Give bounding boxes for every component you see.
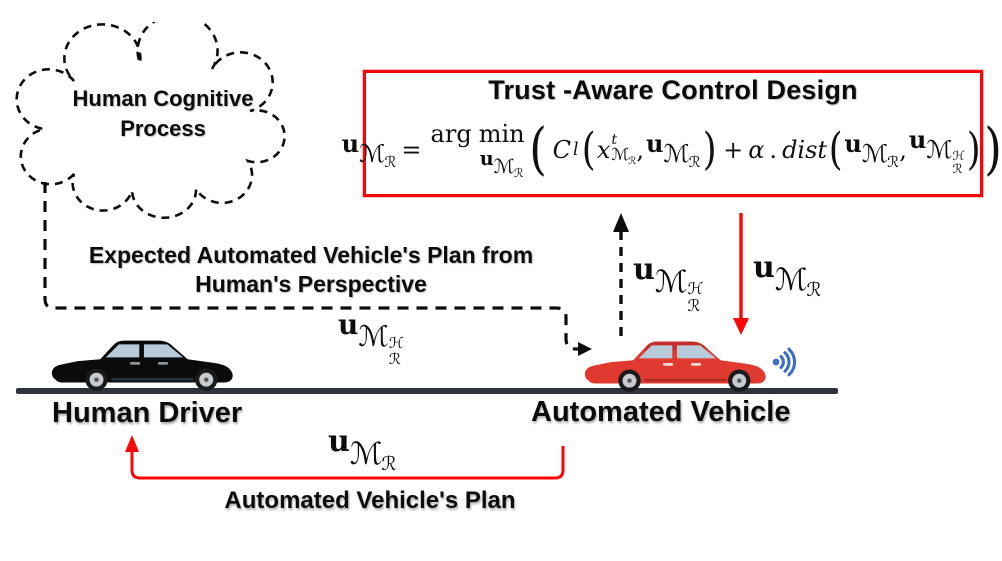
plus-sign: + (723, 136, 744, 164)
formula-u-mr: uℳℛ (844, 128, 900, 172)
human-driver-car (51, 340, 233, 391)
car-skirt (111, 377, 194, 381)
expected-plan-arrow (43, 182, 579, 351)
car-rear-window (105, 344, 140, 358)
car-door-handle (157, 362, 169, 365)
dot-operator: . (769, 136, 778, 164)
wifi-arc-2 (783, 351, 791, 373)
argmin-operator: arg min uℳℛ (430, 119, 525, 181)
car-front-window (676, 345, 716, 359)
wifi-dot (772, 358, 780, 366)
human-cognitive-cloud (15, 22, 286, 220)
car-door-handle (662, 363, 674, 366)
car-front-window (143, 344, 183, 358)
control-output-arrowhead (733, 318, 749, 335)
wheel-hub (737, 378, 742, 383)
cost-symbol: C (552, 136, 571, 164)
u-mr-label-bottom: uℳℛ (328, 424, 397, 476)
road (16, 388, 838, 394)
alpha-symbol: α (748, 136, 765, 164)
human-expectation-arrowhead (613, 213, 629, 232)
automated-vehicle-car (584, 341, 766, 392)
trust-control-box: Trust -Aware Control Design uℳℛ = arg mi… (341, 70, 1002, 197)
av-plan-label: Automated Vehicle's Plan (224, 487, 516, 514)
car-door-handle (690, 363, 702, 366)
av-plan-feedback-arrow (130, 446, 565, 480)
formula-u-mr: uℳℛ (341, 128, 397, 172)
dist-function: dist (782, 136, 828, 164)
control-box-title: Trust -Aware Control Design (488, 75, 858, 105)
cloud-label: Human Cognitive Process (72, 86, 254, 141)
wheel-hub (627, 378, 632, 383)
av-plan-feedback-arrowhead (125, 435, 139, 452)
automated-vehicle-label: Automated Vehicle (531, 396, 791, 428)
human-driver-label: Human Driver (52, 397, 243, 429)
expected-plan-label: Expected Automated Vehicle's Plan from H… (88, 242, 534, 297)
expected-plan-arrowhead (578, 342, 592, 356)
formula-u-mr: uℳℛ (645, 128, 701, 172)
argmin-subscript: uℳℛ (479, 146, 524, 181)
u-mr-label-arrow: uℳℛ (753, 250, 822, 302)
wifi-arc-1 (779, 354, 785, 370)
wifi-arc-3 (787, 347, 797, 377)
wheel-hub (204, 377, 209, 382)
car-skirt (644, 378, 727, 382)
wifi-signal-icon (772, 347, 797, 377)
equals-sign: = (401, 136, 422, 164)
wheel-hub (94, 377, 99, 382)
car-door-handle (129, 362, 141, 365)
cloud-outline (15, 22, 286, 220)
car-rear-window (638, 345, 673, 359)
